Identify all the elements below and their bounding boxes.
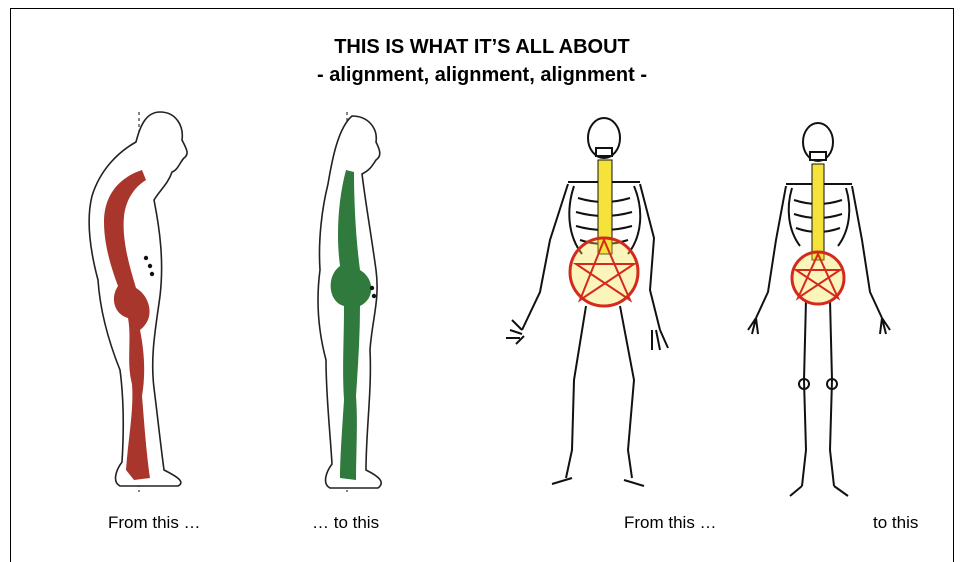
caption-to-this-2: to this (873, 513, 918, 533)
left-arm (756, 186, 786, 318)
caption-from-this-2: From this … (624, 513, 717, 533)
spine-highlight (812, 164, 824, 260)
caption-from-this-1: From this … (108, 513, 201, 533)
right-arm (852, 186, 882, 318)
caption-to-this-1: … to this (312, 513, 379, 533)
left-leg (802, 300, 806, 486)
right-leg (830, 300, 834, 486)
